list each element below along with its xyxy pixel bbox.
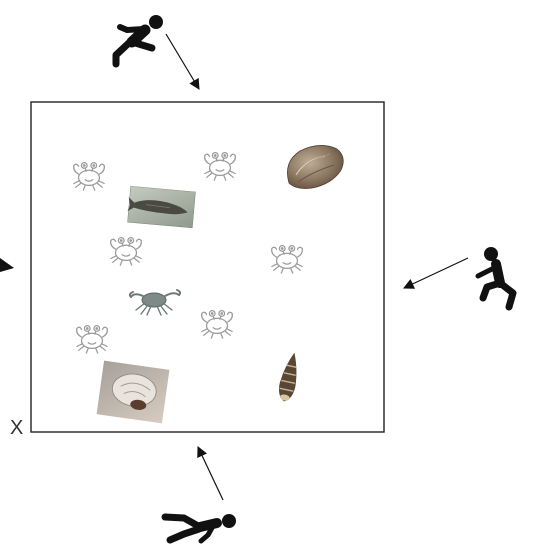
- observer-top: [116, 15, 199, 89]
- observer-bottom: [165, 447, 236, 541]
- arrow-right: [404, 258, 468, 288]
- arrow-bottom: [198, 447, 223, 500]
- observer-right: [404, 247, 513, 307]
- fish-photo: [127, 186, 196, 228]
- corner-label: X: [10, 417, 23, 439]
- arrow-top: [166, 34, 199, 89]
- snail-photo: [97, 361, 170, 424]
- observer-left: [0, 258, 14, 272]
